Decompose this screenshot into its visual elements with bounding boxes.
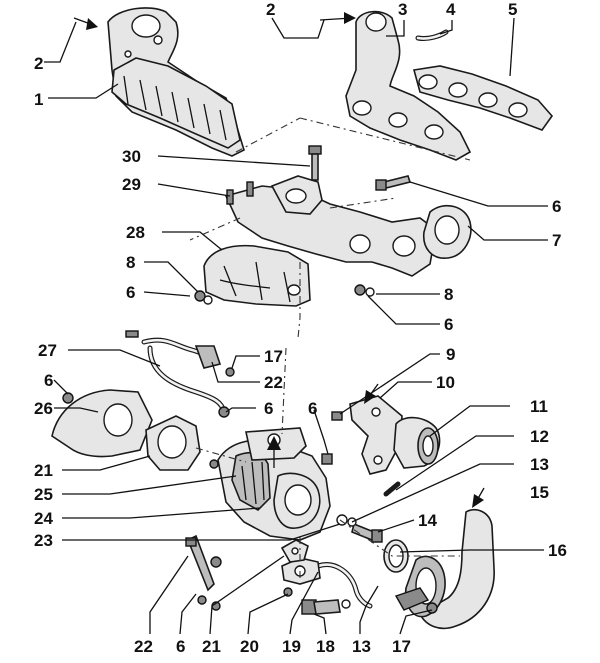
- pipe: [125, 330, 235, 418]
- callout-21: 21: [34, 461, 53, 480]
- callout-24: 24: [34, 509, 53, 528]
- exhaust-gasket: [412, 65, 554, 131]
- callout-27: 27: [38, 341, 57, 360]
- leader-lines: [44, 17, 548, 635]
- arrow-icon: [73, 17, 98, 30]
- callout-16: 16: [548, 541, 567, 560]
- callout-10: 10: [436, 373, 455, 392]
- callout-8: 8: [444, 285, 453, 304]
- bracket: [349, 395, 403, 475]
- callout-labels: 2 1 2 3 4 5 30 29 6 7 28 8 6 8 6 27 17 2…: [34, 0, 567, 656]
- callout-9: 9: [446, 345, 455, 364]
- callout-6: 6: [444, 315, 453, 334]
- intake-runner-ribs: [123, 75, 227, 141]
- exhaust-manifold-upper: [345, 10, 472, 161]
- gasket: [280, 539, 309, 563]
- elbow: [51, 389, 153, 458]
- callout-15: 15: [530, 483, 549, 502]
- callout-4: 4: [446, 0, 456, 19]
- intake-manifold: [107, 7, 245, 157]
- callout-22: 22: [134, 637, 153, 656]
- callout-12: 12: [530, 427, 549, 446]
- seal-ring: [383, 539, 409, 573]
- arrow-icon: [319, 12, 356, 24]
- callout-6: 6: [264, 399, 273, 418]
- nut: [194, 290, 213, 305]
- callout-13: 13: [530, 455, 549, 474]
- nut: [354, 284, 375, 297]
- bolt: [308, 145, 322, 181]
- callout-6: 6: [176, 637, 185, 656]
- callout-25: 25: [34, 485, 53, 504]
- callout-29: 29: [122, 175, 141, 194]
- callout-2: 2: [34, 54, 43, 73]
- callout-6: 6: [552, 197, 561, 216]
- turbocharger: [209, 427, 331, 541]
- stud-bracket: [185, 534, 222, 611]
- callout-21: 21: [202, 637, 221, 656]
- bolt: [375, 175, 412, 191]
- callout-2: 2: [266, 0, 275, 19]
- callout-30: 30: [122, 147, 141, 166]
- nut: [321, 453, 333, 465]
- callout-14: 14: [418, 511, 437, 530]
- clip: [383, 481, 401, 497]
- callout-3: 3: [398, 0, 407, 19]
- callout-6: 6: [44, 371, 53, 390]
- callout-20: 20: [240, 637, 259, 656]
- oil-supply-pipe: [281, 557, 373, 609]
- callout-11: 11: [530, 397, 548, 416]
- callout-13: 13: [352, 637, 371, 656]
- banjo-bolt: [301, 599, 351, 615]
- bolt: [331, 411, 343, 421]
- callout-5: 5: [508, 0, 517, 19]
- callout-8: 8: [126, 253, 135, 272]
- callout-19: 19: [282, 637, 301, 656]
- callout-28: 28: [126, 223, 145, 242]
- arrow-icon: [267, 436, 281, 468]
- callout-22: 22: [264, 373, 283, 392]
- callout-6: 6: [308, 399, 317, 418]
- callout-7: 7: [552, 231, 561, 250]
- callout-17: 17: [392, 637, 411, 656]
- air-duct: [394, 508, 495, 630]
- callout-23: 23: [34, 531, 53, 550]
- nut: [283, 587, 293, 597]
- wastegate-actuator: [393, 416, 441, 469]
- exhaust-manifold-lower: [224, 175, 437, 277]
- callout-17: 17: [264, 347, 283, 366]
- heat-shield: [203, 244, 311, 307]
- callout-18: 18: [316, 637, 335, 656]
- arrow-icon: [472, 487, 485, 508]
- callout-6: 6: [126, 283, 135, 302]
- arrow-icon: [364, 383, 379, 404]
- assembly-axis-lines: [189, 117, 471, 578]
- callout-26: 26: [34, 399, 53, 418]
- callout-1: 1: [34, 90, 43, 109]
- gasket: [145, 415, 201, 471]
- gasket: [423, 204, 472, 259]
- bolt: [351, 522, 383, 543]
